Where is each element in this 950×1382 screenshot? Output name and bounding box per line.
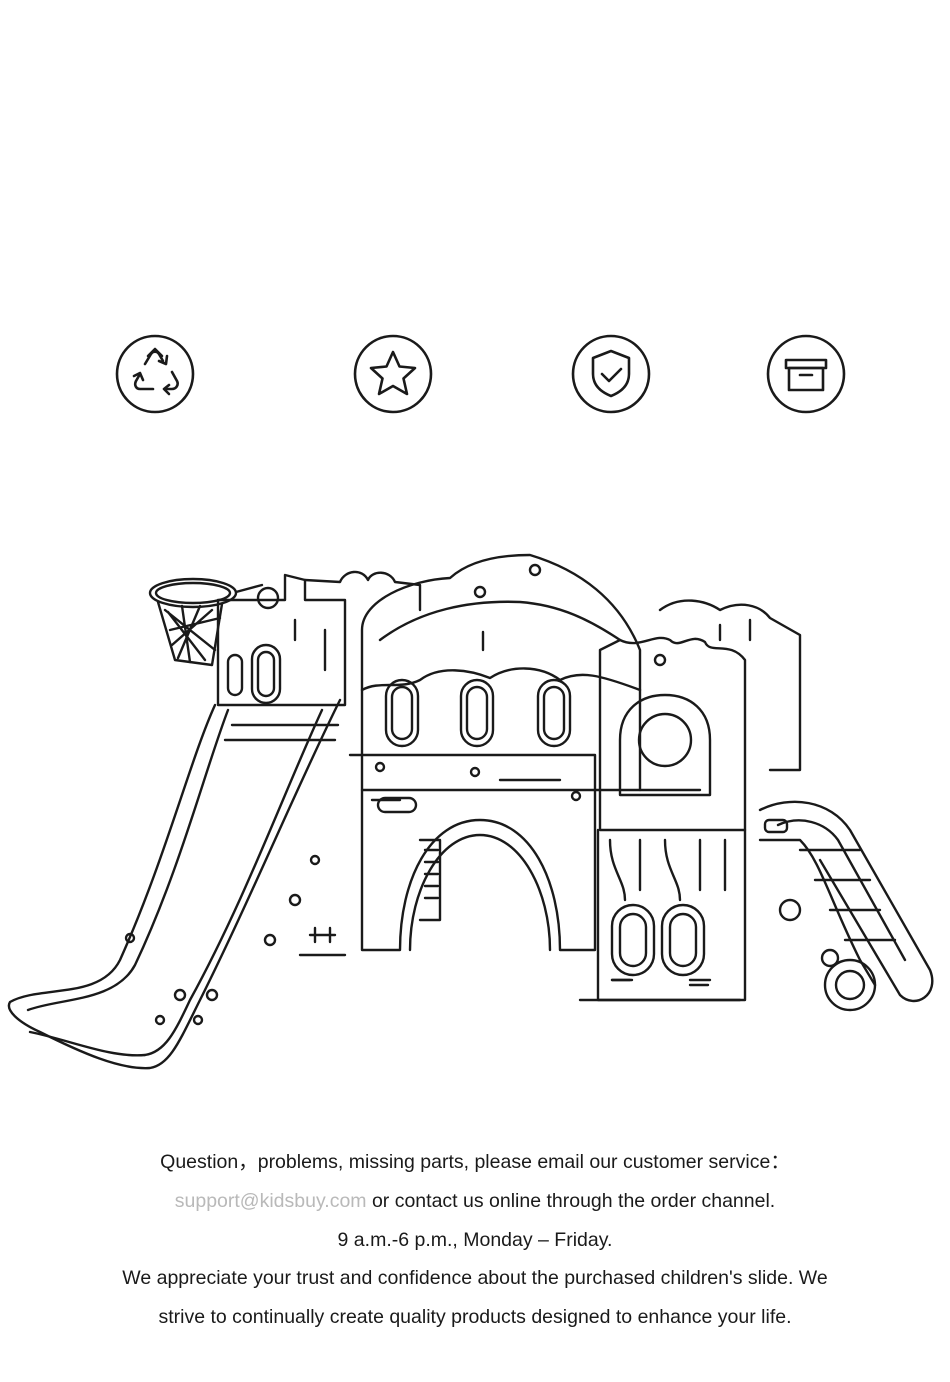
- contact-line-2: support@kidsbuy.com or contact us online…: [0, 1182, 950, 1221]
- appreciation-line-2: strive to continually create quality pro…: [158, 1306, 792, 1329]
- support-email-link[interactable]: support@kidsbuy.com: [174, 1189, 367, 1212]
- business-hours: 9 a.m.-6 p.m., Monday – Friday.: [337, 1228, 613, 1251]
- star-icon: [353, 334, 433, 414]
- left-tower: [216, 570, 422, 707]
- right-tower: [596, 599, 802, 1002]
- center-castle: [348, 553, 642, 952]
- basketball-hoop: [148, 577, 280, 667]
- playground-slide-line-drawing: [0, 540, 950, 1080]
- contact-line-2-rest: or contact us online through the order c…: [366, 1189, 776, 1212]
- recycle-icon: [115, 334, 195, 414]
- contact-line-1: Question，problems, missing parts, please…: [160, 1151, 790, 1173]
- feature-icons-row: [0, 334, 950, 414]
- customer-service-notice: Question，problems, missing parts, please…: [0, 1143, 950, 1337]
- climbing-ladder: [758, 800, 934, 1012]
- appreciation-line-1: We appreciate your trust and confidence …: [122, 1267, 828, 1290]
- shield-check-icon: [571, 334, 651, 414]
- storage-box-icon: [766, 334, 846, 414]
- slide: [7, 698, 342, 1070]
